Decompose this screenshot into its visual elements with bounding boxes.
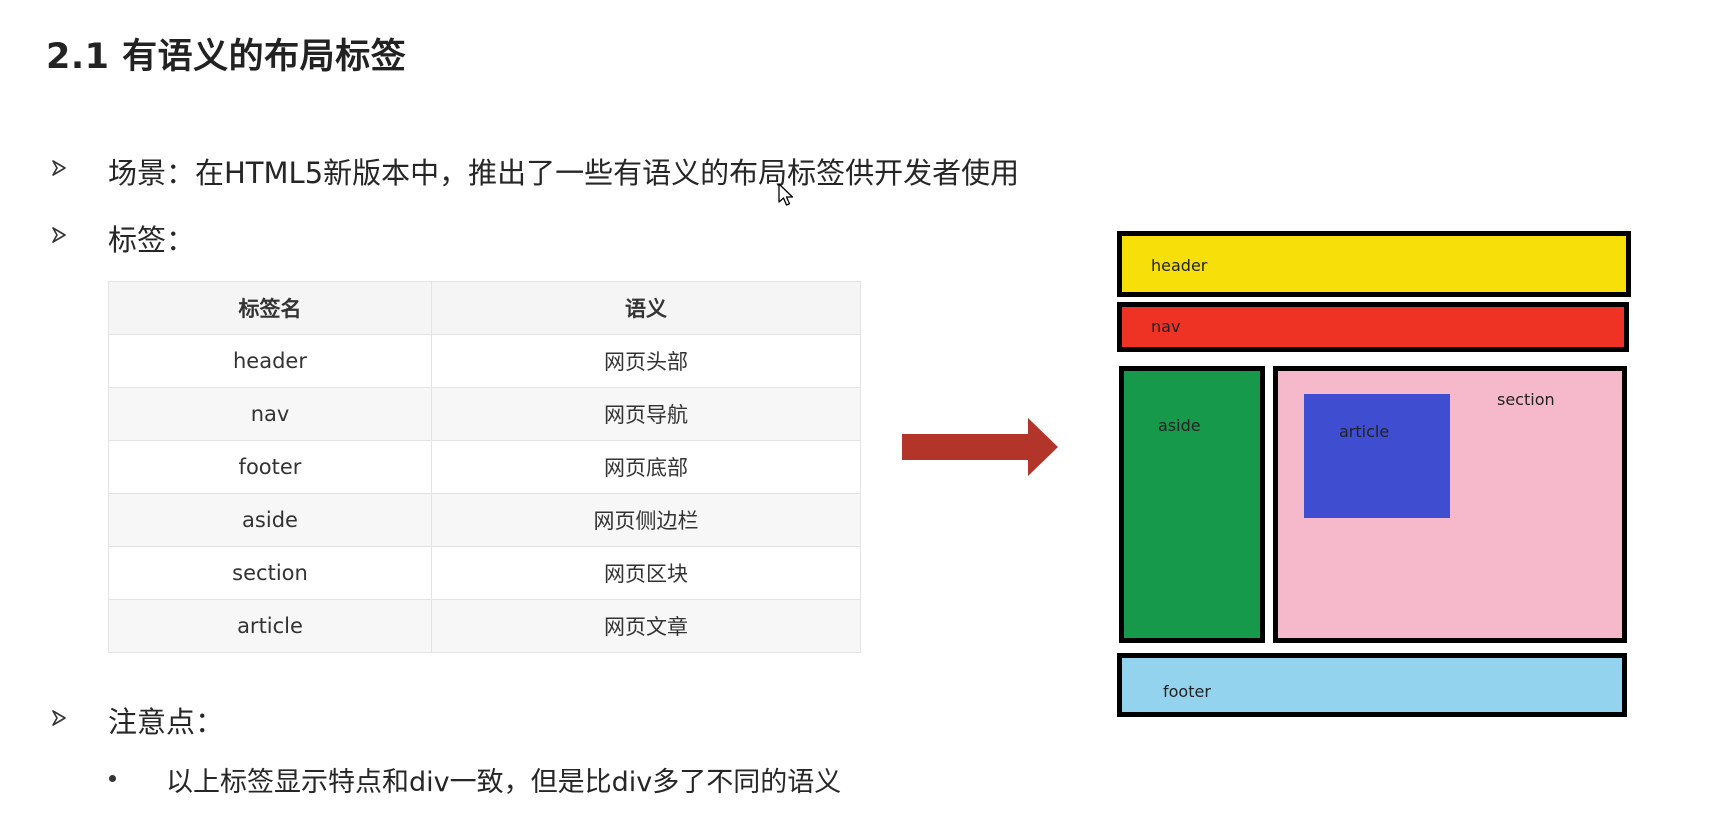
bullet-scene-text: 场景：在HTML5新版本中，推出了一些有语义的布局标签供开发者使用 [108, 156, 1020, 190]
table-cell-tag: article [108, 599, 432, 653]
diagram-article-label: article [1339, 422, 1390, 441]
table-row: section 网页区块 [108, 546, 861, 600]
table-header-cell: 标签名 [108, 281, 432, 335]
table-row: header 网页头部 [108, 334, 861, 388]
tag-table: 标签名 语义 header 网页头部 nav 网页导航 footer 网页底部 … [108, 281, 861, 653]
diagram-footer-label: footer [1163, 682, 1211, 701]
diagram-nav-box [1117, 302, 1629, 352]
diagram-nav-label: nav [1151, 317, 1181, 336]
bullet-notes: 注意点： [108, 699, 224, 741]
bullet-tags: 标签： [108, 217, 195, 259]
table-cell-tag: nav [108, 387, 432, 441]
table-row: nav 网页导航 [108, 387, 861, 441]
diagram-header-label: header [1151, 256, 1208, 275]
table-cell-tag: section [108, 546, 432, 600]
page-title: 2.1 有语义的布局标签 [46, 37, 407, 77]
table-row: footer 网页底部 [108, 440, 861, 494]
bullet-scene: 场景：在HTML5新版本中，推出了一些有语义的布局标签供开发者使用 [108, 150, 1019, 192]
table-cell-meaning: 网页侧边栏 [431, 493, 861, 547]
table-cell-meaning: 网页导航 [431, 387, 861, 441]
mouse-cursor-icon [778, 183, 794, 206]
right-arrow-icon [902, 418, 1058, 476]
diagram-header-box [1117, 231, 1631, 297]
table-cell-meaning: 网页头部 [431, 334, 861, 388]
table-cell-meaning: 网页区块 [431, 546, 861, 600]
note-item-text: 以上标签显示特点和div一致，但是比div多了不同的语义 [166, 767, 842, 798]
diagram-aside-box [1119, 366, 1265, 643]
diagram-section-label: section [1497, 390, 1555, 409]
bullet-notes-text: 注意点： [108, 705, 225, 739]
diagram-aside-label: aside [1158, 416, 1201, 435]
table-cell-meaning: 网页文章 [431, 599, 861, 653]
arrowhead-bullet-icon [52, 160, 66, 176]
dot-bullet-icon [109, 775, 116, 782]
arrowhead-bullet-icon [52, 710, 66, 726]
table-cell-tag: header [108, 334, 432, 388]
bullet-tags-text: 标签： [108, 223, 196, 257]
diagram-footer-box [1117, 653, 1627, 717]
table-cell-tag: footer [108, 440, 432, 494]
table-row: article 网页文章 [108, 599, 861, 653]
diagram-article-box [1304, 394, 1450, 518]
table-row: aside 网页侧边栏 [108, 493, 861, 547]
arrowhead-bullet-icon [52, 227, 66, 243]
table-header-row: 标签名 语义 [108, 281, 861, 335]
table-cell-meaning: 网页底部 [431, 440, 861, 494]
table-header-cell: 语义 [431, 281, 861, 335]
table-cell-tag: aside [108, 493, 432, 547]
